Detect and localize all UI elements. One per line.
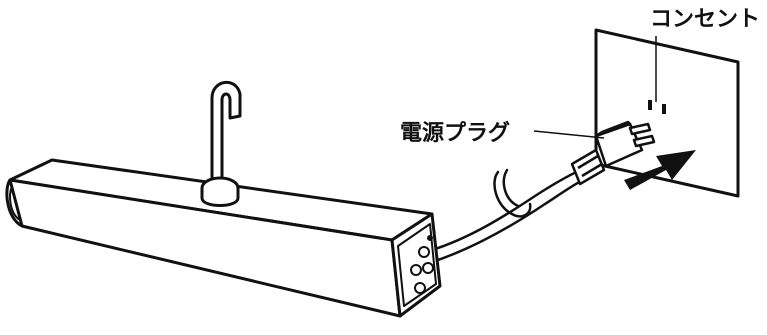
insert-arrow-icon xyxy=(624,150,696,190)
control-button xyxy=(418,246,430,258)
control-button xyxy=(410,264,422,276)
indicator-dot xyxy=(427,235,433,241)
outlet-label: コンセント xyxy=(650,7,760,32)
power-plug xyxy=(570,120,656,186)
control-button xyxy=(414,282,426,294)
outlet-socket-slot xyxy=(662,104,666,114)
control-button xyxy=(422,262,434,274)
hanging-hook xyxy=(200,81,242,207)
outlet-socket-slot xyxy=(648,100,652,110)
plug-leader-line xyxy=(533,130,605,139)
plug-label: 電源プラグ xyxy=(400,120,510,146)
power-cord xyxy=(430,164,598,264)
control-panel xyxy=(410,235,434,294)
